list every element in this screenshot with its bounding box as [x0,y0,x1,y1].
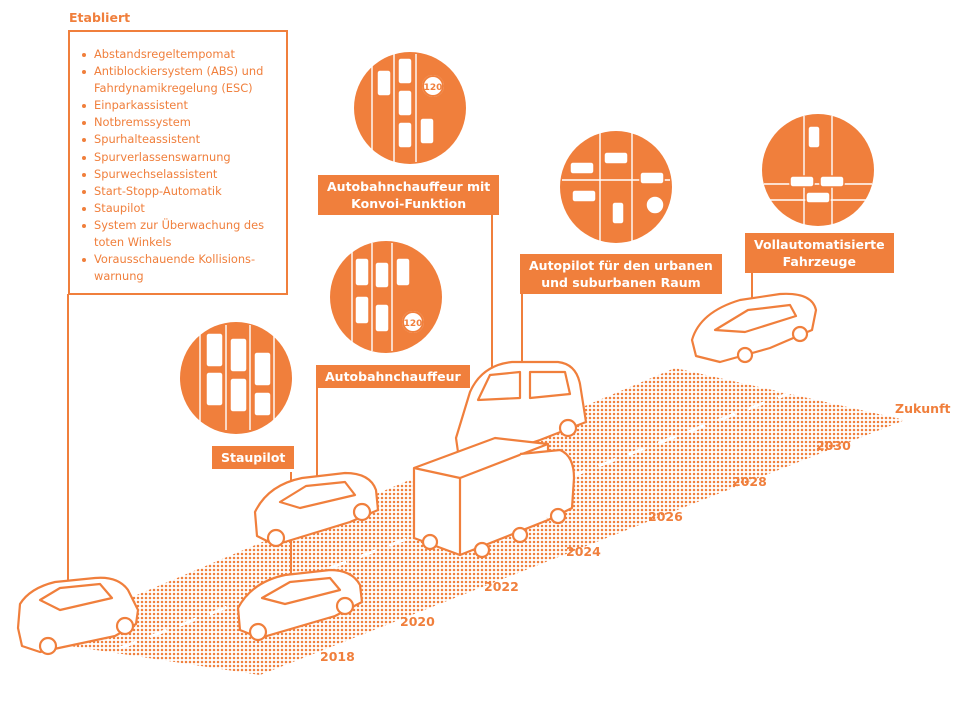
future-label: Zukunft [895,401,951,416]
etabliert-item: Spurverlassenswarnung [82,149,278,166]
full-automation-label: Vollautomatisierte Fahrzeuge [745,233,894,273]
future-car [690,292,818,364]
konvoi-label-line2: Konvoi-Funktion [351,196,467,211]
autobahnchauffeur-label: Autobahnchauffeur [316,365,470,388]
etabliert-item: Spurhalteassistent [82,131,278,148]
konvoi-label: Autobahnchauffeur mit Konvoi-Funktion [318,175,500,215]
etabliert-title: Etabliert [69,10,131,25]
urban-label: Autopilot für den urbanen und suburbanen… [520,254,722,294]
year-2020: 2020 [400,614,435,629]
speed-sign-konvoi: 120 [424,83,443,93]
etabliert-item: Vorausschauende Kollisions-warnung [82,251,278,285]
full-automation-label-line1: Vollautomatisierte [754,237,885,252]
konvoi-truck [412,436,576,559]
year-2028: 2028 [732,474,767,489]
etabliert-item: Staupilot [82,200,278,217]
konvoi-traffic-icon [354,52,466,164]
etabliert-car [16,576,140,656]
speed-sign-autobahn: 120 [404,319,423,329]
urban-label-line1: Autopilot für den urbanen [529,258,713,273]
staupilot-traffic-icon [180,322,292,434]
etabliert-item: Antiblockiersystem (ABS) und Fahrdynamik… [82,63,278,97]
etabliert-item: Abstandsregeltempomat [82,46,278,63]
year-2024: 2024 [566,544,601,559]
etabliert-item: Notbremssystem [82,114,278,131]
etabliert-item: System zur Überwachung des toten Winkels [82,217,278,251]
autobahnchauffeur-traffic-icon [330,241,442,353]
etabliert-item: Start-Stopp-Automatik [82,183,278,200]
staupilot-label: Staupilot [212,446,295,469]
urban-label-line2: und suburbanen Raum [541,275,701,290]
konvoi-label-line1: Autobahnchauffeur mit [327,179,491,194]
autobahnchauffeur-label-text: Autobahnchauffeur [325,369,461,384]
staupilot-car [236,568,364,642]
year-2026: 2026 [648,509,683,524]
year-2030: 2030 [816,438,851,453]
etabliert-item: Spurwechselassistent [82,166,278,183]
etabliert-item: Einparkassistent [82,97,278,114]
full-automation-label-line2: Fahrzeuge [782,254,856,269]
year-2022: 2022 [484,579,519,594]
autobahnchauffeur-car [253,471,380,548]
year-2018: 2018 [320,649,355,664]
urban-intersection-icon [560,131,672,243]
full-automation-intersection-icon [762,114,874,226]
staupilot-label-text: Staupilot [221,450,286,465]
